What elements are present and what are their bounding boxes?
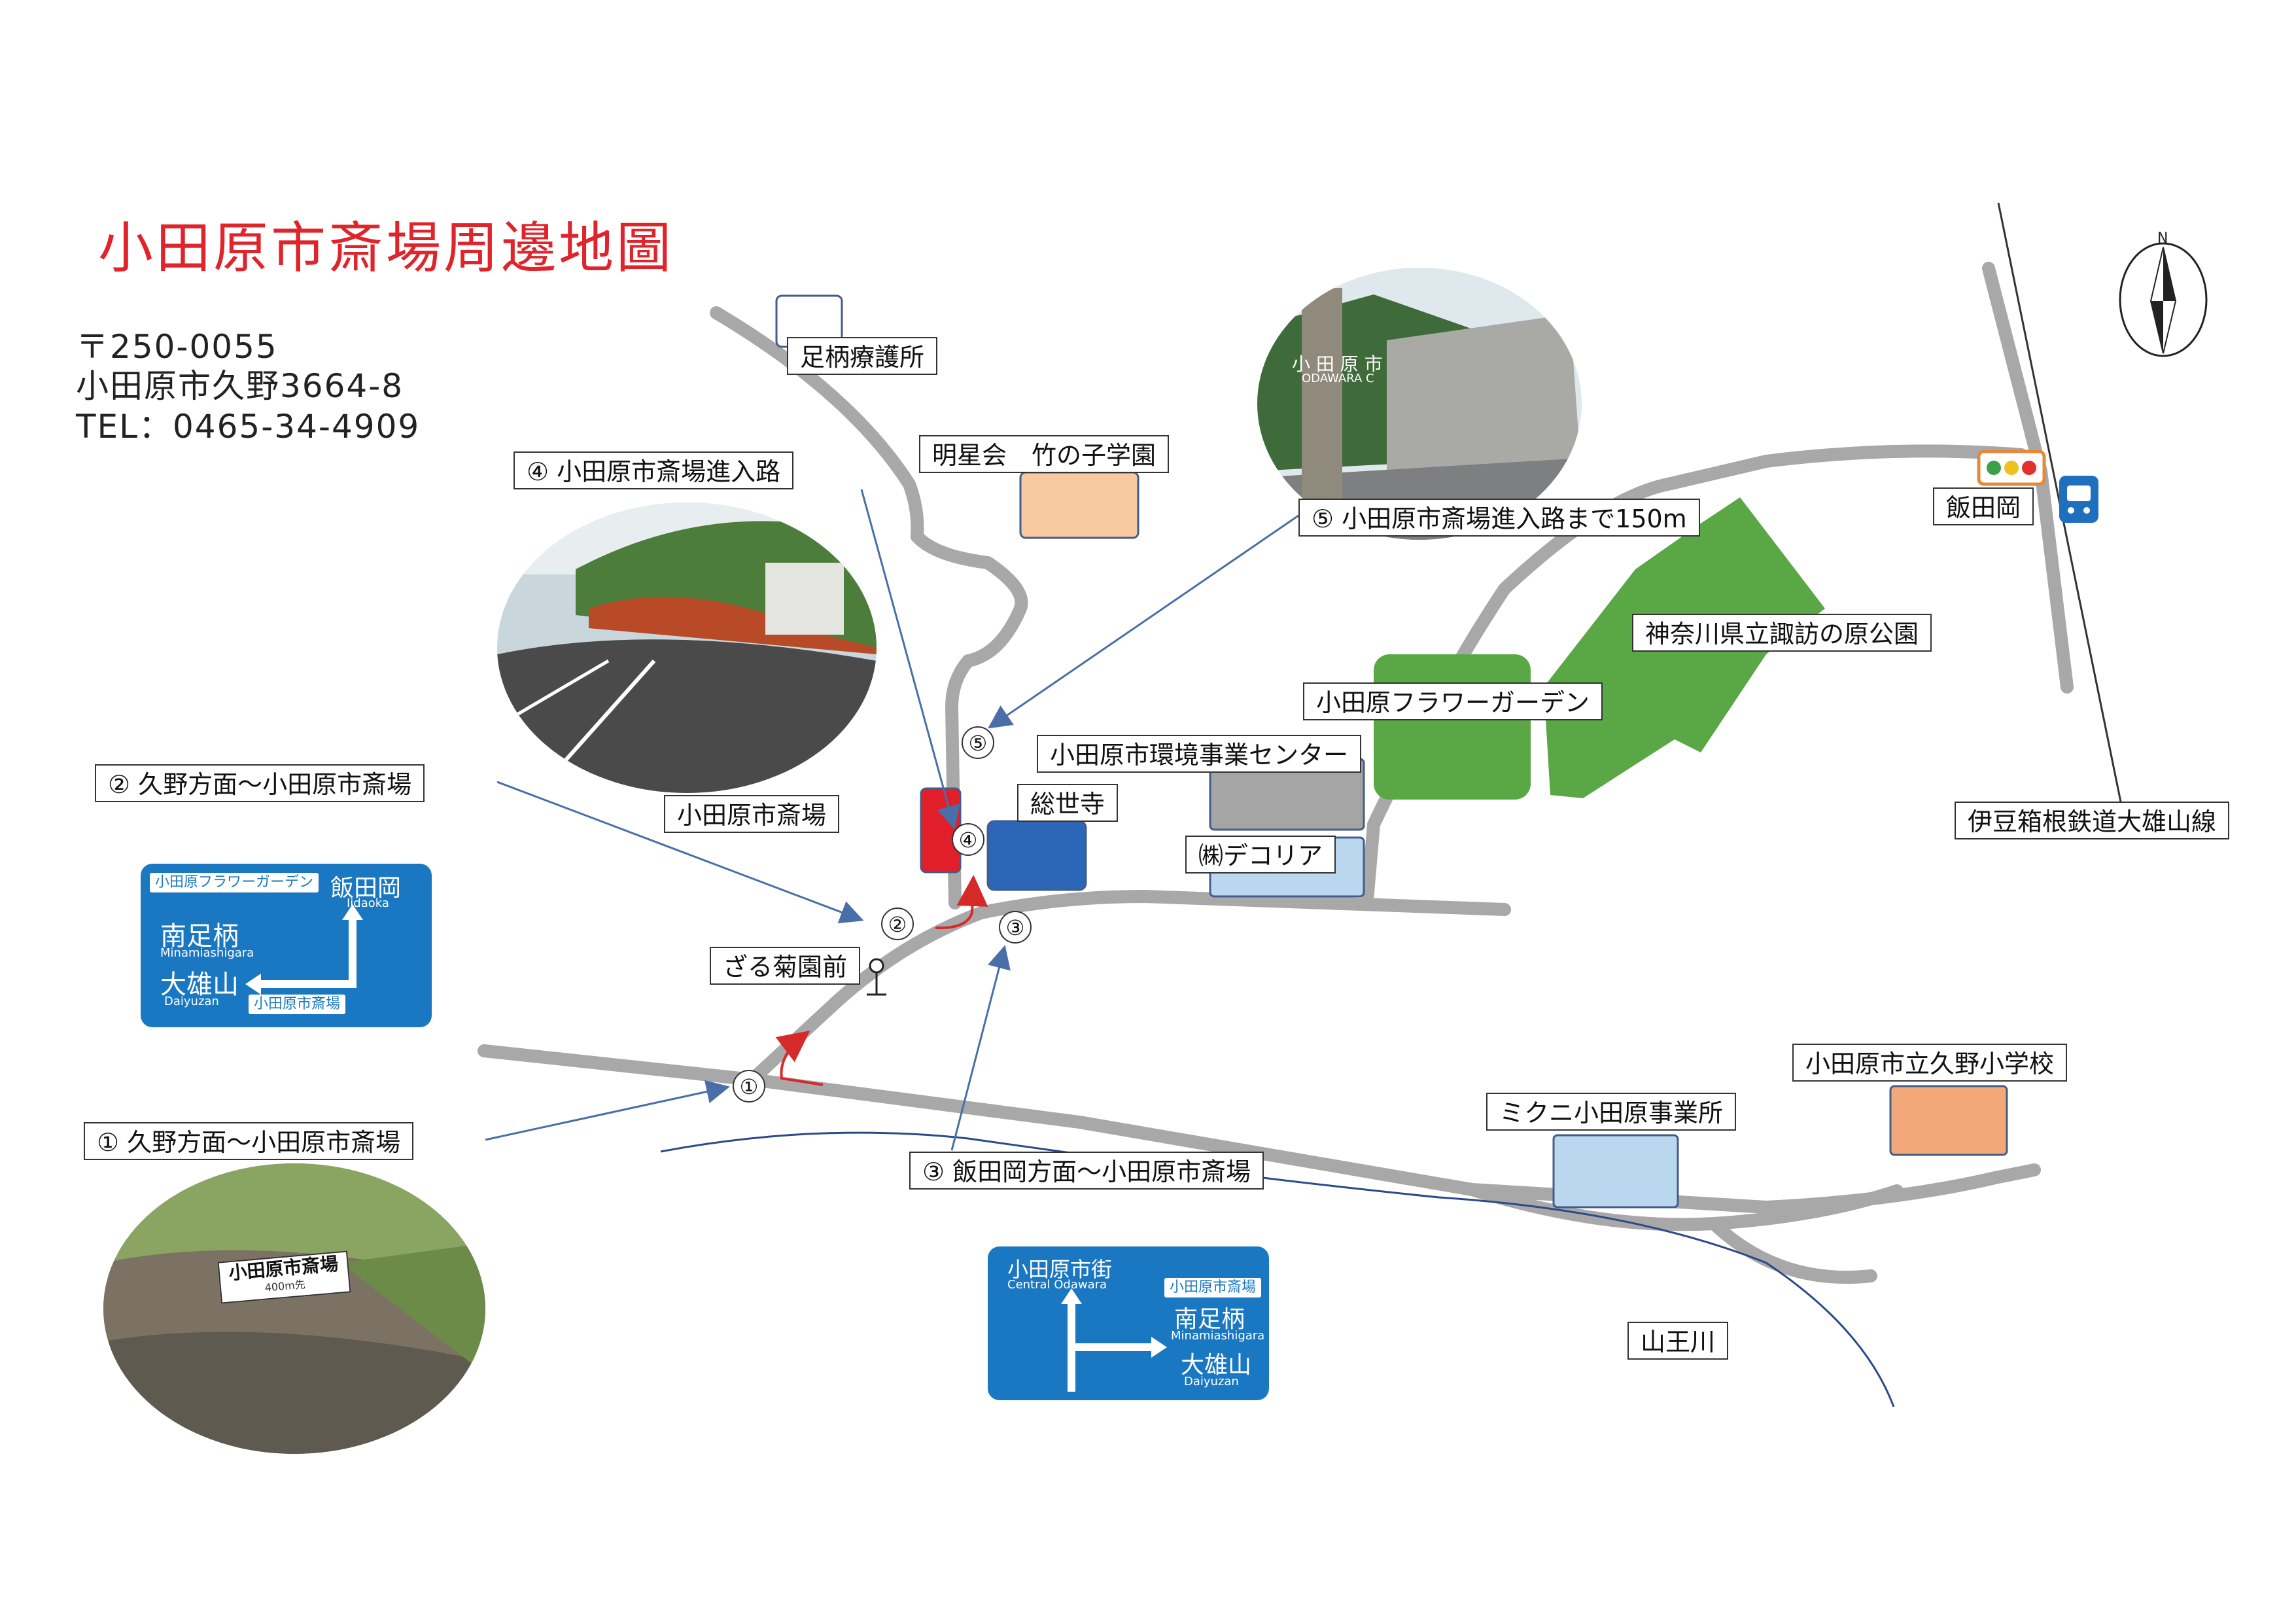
sign2-up: 小田原市街 <box>1007 1257 1113 1282</box>
arrow-entrance5 <box>988 514 1299 729</box>
compass-north-label: N <box>2157 230 2168 247</box>
label-park: 神奈川県立諏訪の原公園 <box>1632 614 1932 652</box>
label-entrance4: ④ 小田原市斎場進入路 <box>513 451 794 489</box>
label-decoria: ㈱デコリア <box>1185 836 1336 874</box>
sign1-left2-en: Daiyuzan <box>164 995 219 1008</box>
roadside-sign-photo <box>103 1163 485 1454</box>
sign2-right2-en: Daiyuzan <box>1184 1375 1239 1388</box>
river-line <box>660 1131 1895 1407</box>
sign2-tag: 小田原市斎場 <box>1164 1278 1262 1297</box>
north-road <box>710 306 1028 909</box>
sign1-arrowhead-left <box>245 974 261 995</box>
marker-1: ① <box>733 1070 765 1103</box>
label-iidaoka-station: 飯田岡 <box>1933 487 2034 525</box>
turn-arrow-1 <box>775 1031 824 1086</box>
label-sozeji: 総世寺 <box>1017 784 1119 822</box>
label-railway: 伊豆箱根鉄道大雄山線 <box>1955 802 2230 839</box>
south-loop-road <box>1707 1217 1877 1284</box>
sign2-up-en: Central Odawara <box>1007 1278 1107 1292</box>
page-title: 小田原市斎場周邊地圖 <box>98 216 674 280</box>
label-kuno-school: 小田原市立久野小学校 <box>1792 1044 2068 1082</box>
sign1-arrow-vertical <box>349 916 357 988</box>
diagonal-road <box>746 890 1511 1086</box>
street-address: 小田原市久野3664-8 <box>76 367 404 405</box>
road-sign-central-odawara: 小田原市街 Central Odawara 小田原市斎場 南足柄 Minamia… <box>988 1246 1269 1400</box>
label-saijo: 小田原市斎場 <box>664 795 840 833</box>
bus-stop-pin-icon <box>867 958 886 996</box>
sign1-arrowhead-up <box>342 904 363 920</box>
label-env-center: 小田原市環境事業センター <box>1037 735 1362 773</box>
postal-code: 〒250-0055 <box>76 328 278 366</box>
sign1-left2: 大雄山 <box>160 970 239 1000</box>
sign1-tag2: 小田原市斎場 <box>249 995 346 1014</box>
label-ashigara: 足柄療護所 <box>787 337 938 375</box>
label-kuno2: ② 久野方面～小田原市斎場 <box>95 764 425 802</box>
label-myojo: 明星会 竹の子学園 <box>919 435 1170 473</box>
label-sannou-river: 山王川 <box>1627 1322 1729 1360</box>
marker-3: ③ <box>999 911 1032 944</box>
sign2-arrow-horizontal <box>1068 1343 1153 1351</box>
kuno-school-building <box>1889 1085 2008 1156</box>
label-kuno1: ① 久野方面～小田原市斎場 <box>84 1122 414 1160</box>
myojo-building <box>1019 471 1139 539</box>
sign1-up: 飯田岡 <box>330 875 402 902</box>
label-mikuni: ミクニ小田原事業所 <box>1486 1093 1737 1131</box>
arrow-iidaoka3 <box>950 945 1011 1151</box>
sign1-left1-en: Minamiashigara <box>160 946 254 960</box>
sign1-left1: 南足柄 <box>160 921 239 951</box>
sign2-arrowhead-up <box>1061 1288 1082 1304</box>
traffic-light-icon <box>1977 450 2046 486</box>
entrance-road-photo <box>497 503 877 793</box>
turn-arrow-3 <box>935 875 988 930</box>
sozeji-building <box>986 820 1087 891</box>
sign2-right1: 南足柄 <box>1174 1306 1245 1333</box>
sign1-tag: 小田原フラワーガーデン <box>150 873 319 892</box>
label-iidaoka3: ③ 飯田岡方面～小田原市斎場 <box>909 1152 1264 1190</box>
sign2-arrowhead-right <box>1151 1337 1167 1358</box>
label-flower-garden: 小田原フラワーガーデン <box>1303 682 1603 720</box>
sign2-right1-en: Minamiashigara <box>1171 1329 1265 1343</box>
arrow-kuno2 <box>496 781 864 924</box>
flower-garden-area <box>1374 654 1531 800</box>
arrow-entrance4 <box>860 489 960 830</box>
road-entrance-150m-photo <box>1257 268 1582 540</box>
label-zaru: ざる菊園前 <box>710 947 861 985</box>
label-entrance5: ⑤ 小田原市斎場進入路まで150m <box>1298 499 1700 537</box>
road-sign-iidaoka: 小田原フラワーガーデン 飯田岡 Iidaoka 南足柄 Minamiashiga… <box>141 864 432 1027</box>
arrow-kuno1 <box>485 1080 730 1141</box>
north-compass-icon <box>2119 242 2208 357</box>
mikuni-building <box>1552 1134 1679 1209</box>
photo-post-text: 小 田 原 市 <box>1292 353 1383 375</box>
train-station-icon <box>2059 476 2098 523</box>
sign1-arrow-horizontal <box>258 980 357 988</box>
marker-4: ④ <box>952 823 984 856</box>
marker-2: ② <box>881 908 914 940</box>
phone-number: TEL：0465-34-4909 <box>76 408 421 446</box>
photo-post-en: ODAWARA C <box>1302 372 1374 385</box>
marker-5: ⑤ <box>962 726 994 759</box>
sign2-right2: 大雄山 <box>1181 1352 1252 1379</box>
